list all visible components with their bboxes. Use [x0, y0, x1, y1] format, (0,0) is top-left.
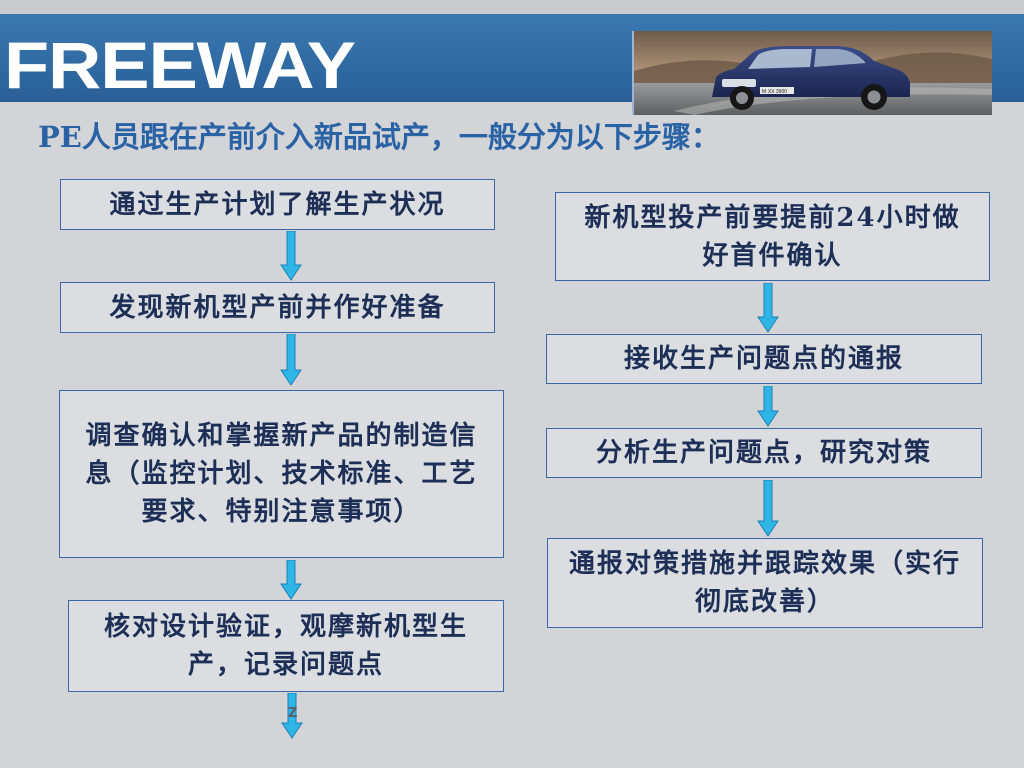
left-step-3-text: 调查确认和掌握新产品的制造信息（监控计划、技术标准、工艺要求、特别注意事项） [85, 421, 478, 527]
right-step-1: 新机型投产前要提前24小时做好首件确认 [555, 192, 990, 281]
car-plate-text: M·XX 3900 [762, 89, 787, 95]
left-step-1: 通过生产计划了解生产状况 [60, 179, 495, 230]
down-arrow-icon [280, 231, 302, 281]
down-arrow-icon [280, 560, 302, 600]
right-step-3: 分析生产问题点，研究对策 [546, 428, 982, 478]
left-step-4: 核对设计验证，观摩新机型生产，记录问题点 [68, 600, 504, 692]
right-step-2: 接收生产问题点的通报 [546, 334, 982, 384]
header-banner: FREEWAY [0, 14, 1024, 115]
down-arrow-icon [757, 386, 779, 427]
left-step-3: 调查确认和掌握新产品的制造信息（监控计划、技术标准、工艺要求、特别注意事项） [59, 390, 504, 558]
car-photo: M·XX 3900 [632, 31, 992, 115]
down-arrow-icon [280, 334, 302, 386]
arrow-label: Z [288, 706, 298, 721]
right-step-2-text: 接收生产问题点的通报 [623, 344, 904, 374]
down-arrow-icon [281, 693, 303, 739]
down-arrow-icon [757, 480, 779, 537]
right-step-3-text: 分析生产问题点，研究对策 [595, 438, 932, 468]
left-step-2-text: 发现新机型产前并作好准备 [109, 292, 446, 323]
right-step-4: 通报对策措施并跟踪效果（实行彻底改善） [547, 538, 983, 628]
left-step-4-text: 核对设计验证，观摩新机型生产，记录问题点 [103, 612, 468, 680]
car-illustration: M·XX 3900 [634, 31, 992, 115]
left-step-1-text: 通过生产计划了解生产状况 [109, 189, 446, 220]
down-arrow-icon [757, 283, 779, 333]
freeway-logo: FREEWAY [4, 28, 356, 102]
left-step-2: 发现新机型产前并作好准备 [60, 282, 495, 333]
top-strip [0, 0, 1024, 14]
page-headline: PE人员跟在产前介入新品试产，一般分为以下步骤： [38, 120, 720, 154]
right-step-1-text: 新机型投产前要提前24小时做好首件确认 [584, 202, 961, 271]
right-step-4-text: 通报对策措施并跟踪效果（实行彻底改善） [568, 549, 961, 617]
